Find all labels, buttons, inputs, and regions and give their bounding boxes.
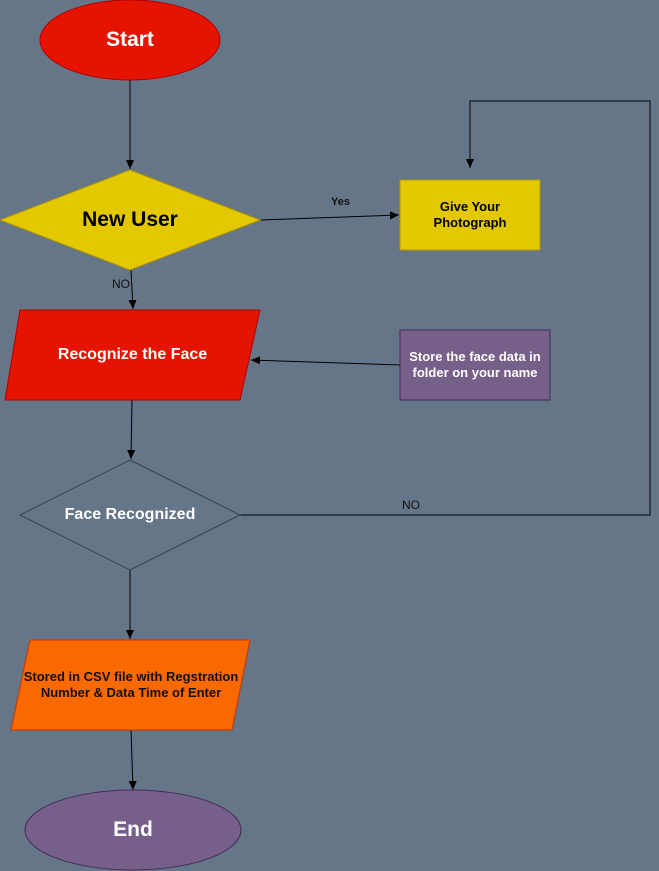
start-terminal [39, 0, 221, 81]
store-csv-label: Stored in CSV file with Regstration Numb… [23, 668, 239, 700]
new-user-label: New User [82, 207, 178, 231]
edge-csv-to-end [128, 729, 137, 791]
edge-recognize-to-decision [127, 399, 136, 460]
edge-store-to-recognize [250, 356, 401, 366]
start-label: Start [106, 27, 154, 51]
edge-new-user-to-photo [259, 211, 400, 221]
face-recognized-label: Face Recognized [64, 506, 196, 523]
new-user-decision [0, 169, 262, 271]
give-photo-label: Give Your Photograph [433, 198, 507, 230]
recognize-label: Recognize the Face [57, 346, 208, 363]
edge-label-no-new-user: NO [112, 277, 130, 291]
end-terminal [24, 789, 242, 871]
store-face-label: Store the face data in folder on your na… [409, 348, 541, 380]
store-face-process [399, 329, 551, 401]
store-csv-io [10, 639, 251, 731]
face-recognized-decision [18, 459, 242, 571]
edge-label-yes: Yes [331, 196, 350, 208]
end-label: End [113, 817, 153, 841]
give-photo-process [399, 179, 541, 251]
edge-new-user-to-recognize [128, 269, 137, 310]
recognize-io [4, 309, 261, 401]
edge-face-no-loop [240, 100, 651, 516]
edge-label-no-face: NO [402, 498, 420, 512]
